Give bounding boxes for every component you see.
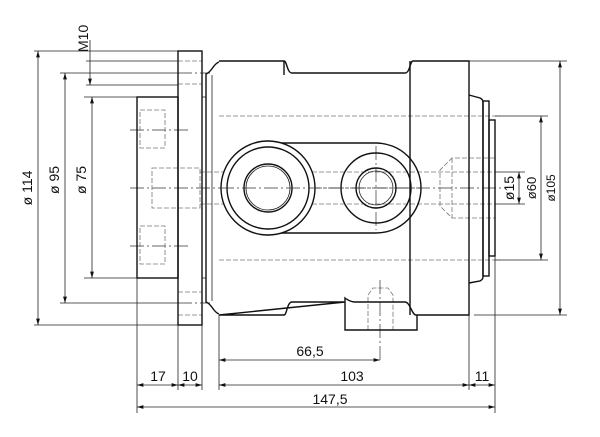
shaft-collar bbox=[482, 100, 490, 277]
dimension-labels: M10 ø 114 ø 95 ø 75 ø15 ø60 ø105 17 10 6… bbox=[19, 25, 558, 407]
seal-ring bbox=[205, 61, 220, 315]
shaft-end bbox=[468, 94, 484, 284]
dim-d60: ø60 bbox=[524, 177, 539, 199]
dim-thread: M10 bbox=[75, 25, 91, 52]
dim-d105: ø105 bbox=[544, 174, 558, 202]
dim-147-5: 147,5 bbox=[312, 391, 347, 407]
dim-17: 17 bbox=[150, 368, 166, 384]
housing-outline bbox=[218, 60, 470, 331]
dim-d114: ø 114 bbox=[19, 170, 35, 205]
dim-66-5: 66,5 bbox=[296, 343, 323, 359]
hidden-lines bbox=[130, 60, 505, 362]
dim-10: 10 bbox=[182, 368, 198, 384]
pilot-boss bbox=[136, 96, 179, 279]
dim-d75: ø 75 bbox=[73, 166, 89, 194]
dim-103: 103 bbox=[340, 368, 364, 384]
dim-d15: ø15 bbox=[501, 176, 517, 200]
shaft bbox=[488, 119, 496, 257]
port-boss bbox=[268, 142, 422, 234]
dim-11: 11 bbox=[475, 368, 490, 384]
mounting-flange bbox=[177, 50, 203, 326]
dimension-lines bbox=[36, 40, 562, 409]
motor-body bbox=[136, 50, 496, 331]
dim-d95: ø 95 bbox=[46, 166, 62, 194]
